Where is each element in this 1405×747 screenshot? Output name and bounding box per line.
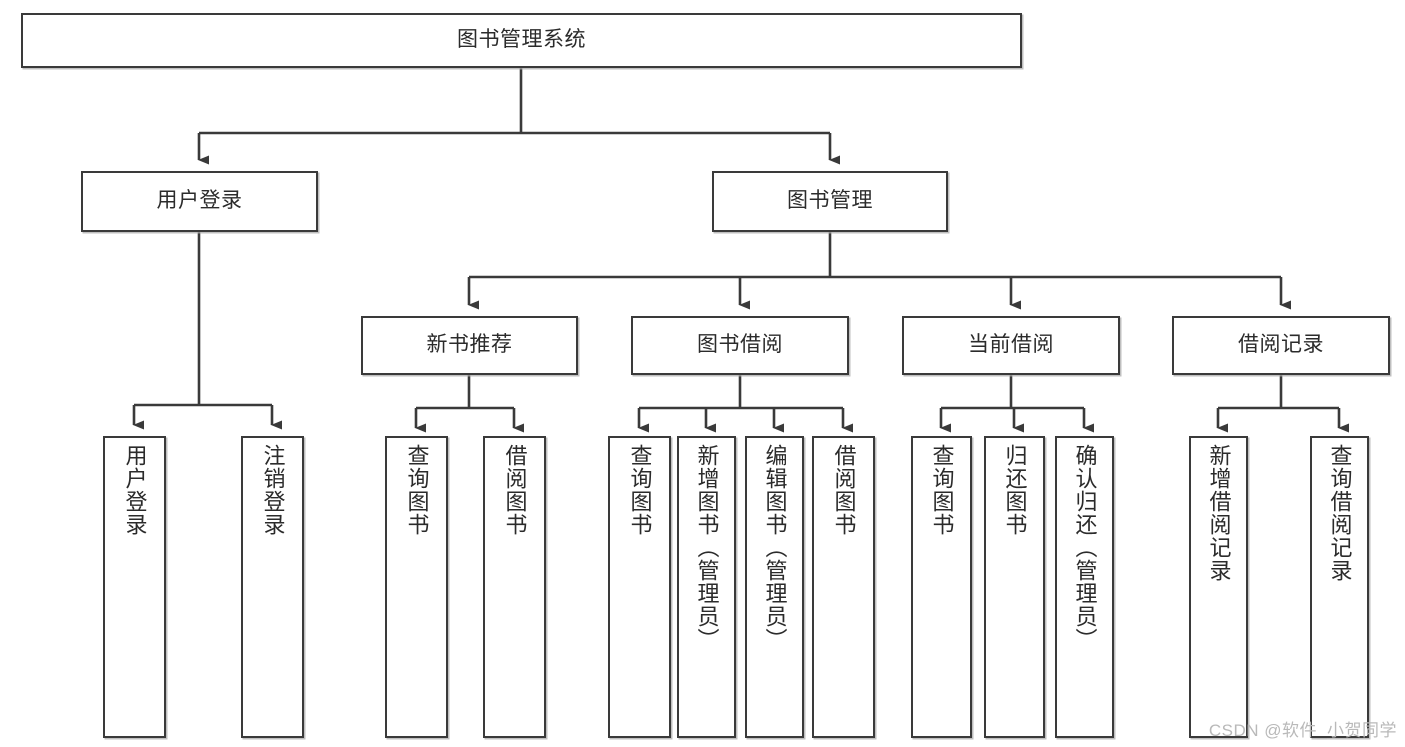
node-label: 归还图书 xyxy=(1002,444,1028,536)
connector-current-to-leaves xyxy=(939,375,1094,433)
node-label: 注销登录 xyxy=(260,444,286,536)
node-label: 查询图书 xyxy=(404,444,430,536)
node-book-management[interactable]: 图书管理 xyxy=(712,171,948,232)
leaf-leaf-edit-book[interactable]: 编辑图书（管理员） xyxy=(745,436,804,738)
node-new-book-recommend[interactable]: 新书推荐 xyxy=(361,316,578,375)
node-label: 借阅图书 xyxy=(831,444,857,536)
leaf-leaf-borrow-book-1[interactable]: 借阅图书 xyxy=(483,436,546,738)
connector-bookmgmt-to-level3 xyxy=(467,232,1291,310)
connector-userlogin-to-leaves xyxy=(132,232,282,430)
node-label: 借阅记录 xyxy=(1238,333,1324,357)
node-label: 新增图书（管理员） xyxy=(694,444,720,651)
node-label: 查询图书 xyxy=(627,444,653,536)
node-label: 用户登录 xyxy=(156,189,243,213)
node-label: 新增借阅记录 xyxy=(1206,444,1232,582)
node-borrow-record[interactable]: 借阅记录 xyxy=(1172,316,1390,375)
leaf-leaf-return-book[interactable]: 归还图书 xyxy=(984,436,1045,738)
node-label: 借阅图书 xyxy=(502,444,528,536)
leaf-leaf-query-book-3[interactable]: 查询图书 xyxy=(911,436,972,738)
connector-root-to-level2 xyxy=(197,68,840,165)
node-label: 编辑图书（管理员） xyxy=(762,444,788,651)
node-label: 图书管理系统 xyxy=(457,28,586,52)
node-label: 当前借阅 xyxy=(968,333,1054,357)
leaf-leaf-add-record[interactable]: 新增借阅记录 xyxy=(1189,436,1248,738)
leaf-leaf-query-book-1[interactable]: 查询图书 xyxy=(385,436,448,738)
leaf-leaf-confirm-return[interactable]: 确认归还（管理员） xyxy=(1055,436,1114,738)
node-user-login[interactable]: 用户登录 xyxy=(81,171,318,232)
leaf-leaf-query-book-2[interactable]: 查询图书 xyxy=(608,436,671,738)
node-label: 查询借阅记录 xyxy=(1327,444,1353,582)
connector-record-to-leaves xyxy=(1216,375,1349,433)
watermark-text: CSDN @软件_小贺同学 xyxy=(1208,721,1397,740)
leaf-leaf-query-record[interactable]: 查询借阅记录 xyxy=(1310,436,1369,738)
leaf-leaf-add-book[interactable]: 新增图书（管理员） xyxy=(677,436,736,738)
leaf-leaf-logout[interactable]: 注销登录 xyxy=(241,436,304,738)
node-label: 用户登录 xyxy=(122,444,148,536)
node-label: 确认归还（管理员） xyxy=(1072,444,1098,651)
node-label: 新书推荐 xyxy=(426,333,513,357)
leaf-leaf-borrow-book-2[interactable]: 借阅图书 xyxy=(812,436,875,738)
node-root[interactable]: 图书管理系统 xyxy=(21,13,1022,68)
connector-borrow-to-leaves xyxy=(637,375,853,433)
node-label: 图书借阅 xyxy=(697,333,783,357)
leaf-leaf-user-login[interactable]: 用户登录 xyxy=(103,436,166,738)
connector-recommend-to-leaves xyxy=(414,375,524,433)
node-label: 图书管理 xyxy=(787,189,873,213)
node-label: 查询图书 xyxy=(929,444,955,536)
node-book-borrow[interactable]: 图书借阅 xyxy=(631,316,849,375)
node-current-borrow[interactable]: 当前借阅 xyxy=(902,316,1120,375)
